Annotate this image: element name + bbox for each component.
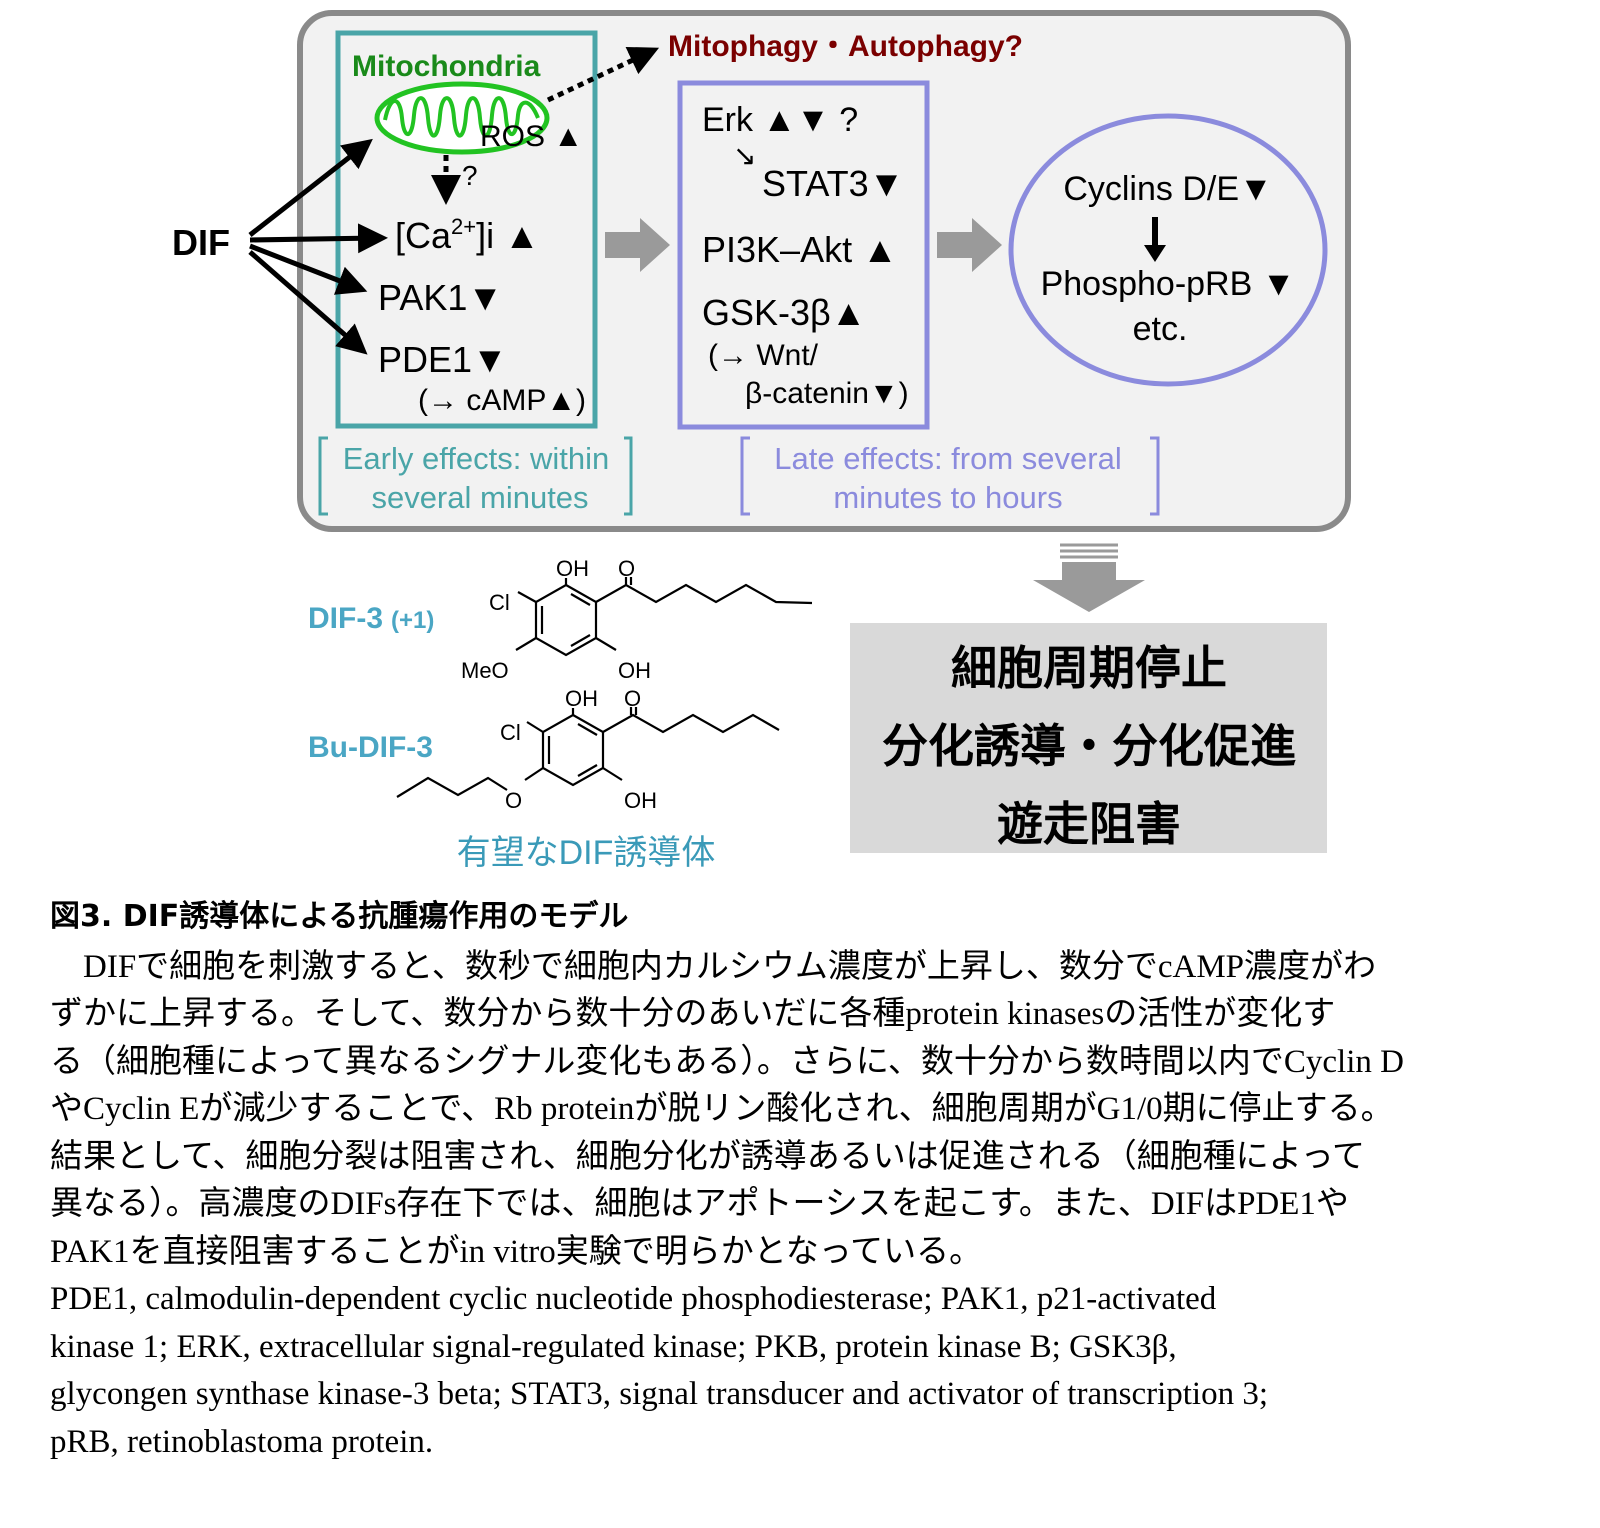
svg-text:O: O — [618, 556, 635, 581]
camp-label: (→ cAMP▲) — [418, 384, 586, 417]
caption-line: 結果として、細胞分裂は阻害され、細胞分化が誘導あるいは促進される（細胞種によって — [50, 1139, 1366, 1175]
outer-panel — [297, 10, 1351, 532]
abbreviation-line: kinase 1; ERK, extracellular signal-regu… — [50, 1329, 1177, 1365]
caption-line: やCyclin Eが減少することで、Rb proteinが脱リン酸化され、細胞周… — [50, 1091, 1394, 1127]
late-effects-line1: Late effects: from several — [774, 441, 1121, 476]
early-bracket — [318, 436, 633, 516]
cyclin-to-prb-arrow — [1144, 217, 1166, 262]
cell-cycle-circle — [1008, 113, 1328, 387]
svg-text:O: O — [505, 788, 522, 813]
late-box — [677, 80, 930, 430]
svg-text:OH: OH — [624, 788, 657, 813]
erk-stat3-arrow: ↘ — [733, 140, 756, 171]
outcome-migration-inhibition: 遊走阻害 — [997, 798, 1181, 850]
pathway-diagram: Mitochondria Mitophagy・Autophagy? ROS ▲ … — [172, 10, 1351, 872]
outcome-differentiation: 分化誘導・分化促進 — [882, 720, 1296, 772]
question-mark: ? — [462, 160, 478, 191]
mitochondria-label: Mitochondria — [352, 50, 541, 83]
caption-line: る（細胞種によって異なるシグナル変化もある）。さらに、数十分から数時間以内でCy… — [50, 1044, 1404, 1080]
pde1-label: PDE1▼ — [378, 339, 508, 380]
calcium-label: [Ca2+]i ▲ — [395, 214, 540, 256]
abbreviation-line: pRB, retinoblastoma protein. — [50, 1424, 434, 1460]
svg-text:Cl: Cl — [500, 720, 521, 745]
mitophagy-label: Mitophagy・Autophagy? — [668, 30, 1023, 63]
caption-line: DIFで細胞を刺激すると、数秒で細胞内カルシウム濃度が上昇し、数分でcAMP濃度… — [50, 949, 1377, 985]
outcome-cell-cycle-arrest: 細胞周期停止 — [951, 642, 1227, 694]
early-to-late-arrow — [605, 218, 670, 272]
svg-text:OH: OH — [618, 658, 651, 683]
gsk3b-label: GSK-3β▲ — [702, 292, 866, 333]
down-arrow — [1033, 562, 1145, 612]
dif3-label: DIF-3(+1) — [308, 602, 434, 635]
late-effects-line2: minutes to hours — [833, 480, 1062, 515]
catenin-label: β-catenin▼) — [745, 377, 909, 410]
promising-derivatives-caption: 有望なDIF誘導体 — [457, 834, 716, 872]
stat3-label: STAT3▼ — [762, 163, 904, 204]
etc-label: etc. — [1133, 310, 1188, 348]
svg-text:OH: OH — [556, 556, 589, 581]
dif-arrows — [248, 138, 388, 355]
pak1-label: PAK1▼ — [378, 277, 503, 318]
budif3-atoms: OH O Cl O OH — [500, 686, 657, 813]
late-to-cycle-arrow — [937, 218, 1002, 272]
caption-title: 図3. DIF誘導体による抗腫瘍作用のモデル — [50, 899, 629, 934]
mitochondrion-icon — [374, 81, 550, 155]
caption-line: PAK1を直接阻害することがin vitro実験で明らかとなっている。 — [50, 1234, 983, 1270]
dif-label: DIF — [172, 222, 230, 263]
svg-text:MeO: MeO — [461, 658, 509, 683]
abbreviation-line: glycongen synthase kinase-3 beta; STAT3,… — [50, 1376, 1269, 1412]
late-bracket — [740, 436, 1160, 516]
budif3-structure — [396, 707, 780, 798]
caption-line: ずかに上昇する。そして、数分から数十分のあいだに各種protein kinase… — [50, 996, 1336, 1032]
erk-label: Erk ▲▼ ? — [702, 101, 858, 139]
abbreviation-line: PDE1, calmodulin-dependent cyclic nucleo… — [50, 1281, 1217, 1317]
wnt-label: (→ Wnt/ — [708, 339, 819, 372]
early-effects-line2: several minutes — [371, 480, 588, 515]
dif3-structure — [515, 577, 813, 657]
ros-label: ROS ▲ — [480, 120, 583, 153]
early-effects-line1: Early effects: within — [343, 441, 609, 476]
caption-line: 異なる）。高濃度のDIFs存在下では、細胞はアポトーシスを起こす。また、DIFは… — [50, 1186, 1349, 1222]
early-box — [335, 30, 598, 429]
phospho-prb-label: Phospho-pRB ▼ — [1041, 265, 1296, 303]
svg-text:O: O — [624, 686, 641, 711]
dif3-atoms: OH O Cl MeO OH — [461, 556, 651, 683]
budif3-label: Bu-DIF-3 — [308, 731, 433, 764]
svg-text:Cl: Cl — [489, 590, 510, 615]
svg-text:OH: OH — [565, 686, 598, 711]
outcome-box — [850, 623, 1327, 853]
cyclins-label: Cyclins D/E▼ — [1063, 170, 1272, 208]
mitophagy-dotted-arrow — [546, 46, 660, 103]
pi3k-akt-label: PI3K–Akt ▲ — [702, 229, 898, 270]
